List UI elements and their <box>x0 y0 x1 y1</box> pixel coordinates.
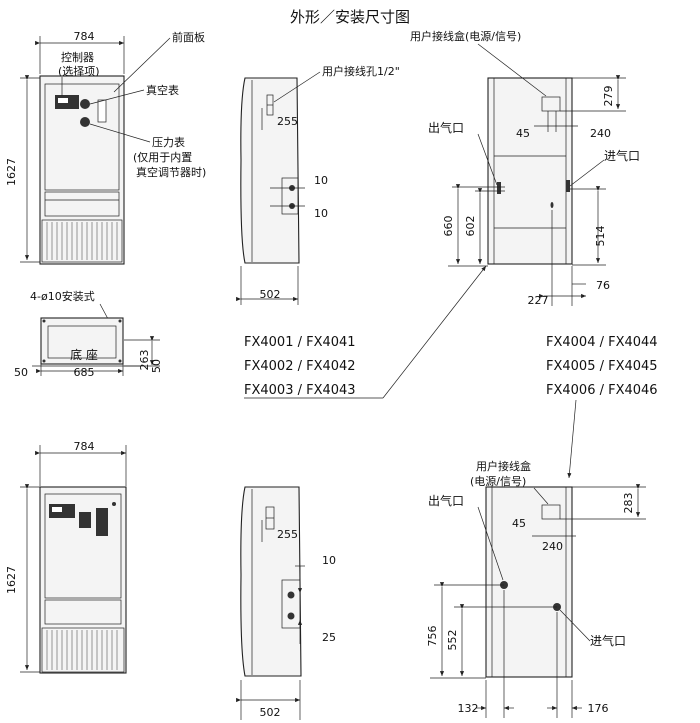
base-view: 4-ø10安装式 底 座 263 50 50 685 <box>14 289 163 379</box>
pressure-gauge-label: 压力表 <box>152 135 185 149</box>
cable-hole-label: 用户接线孔1/2" <box>322 64 400 78</box>
dim-45-label-bottom: 45 <box>512 517 526 530</box>
height-1627-label-bottom: 1627 <box>5 566 18 594</box>
cabinet-side <box>240 77 300 264</box>
gauge-bottom-1 <box>79 512 91 528</box>
model-a-2: FX4002 / FX4042 <box>244 359 356 374</box>
wiring-box-label-line2: (电源/信号) <box>470 474 526 488</box>
side-dim-25-label-bottom: 25 <box>322 631 336 644</box>
louver-grille-bottom <box>41 627 125 673</box>
base-dim-50-left-label: 50 <box>14 366 28 379</box>
side-dim-10-label-bottom: 10 <box>322 554 336 567</box>
dim-45-label: 45 <box>516 127 530 140</box>
side-view-bottom: 255 10 25 502 <box>236 486 336 720</box>
back-view-bottom: 用户接线盒 (电源/信号) 出气口 进气口 283 45 240 756 552… <box>426 459 646 718</box>
model-a-1: FX4001 / FX4041 <box>244 335 356 350</box>
inlet-port-icon <box>566 180 570 192</box>
base-dim-50-right-label: 50 <box>150 359 163 373</box>
side-depth-502-label-bottom: 502 <box>260 706 281 719</box>
model-b-3: FX4006 / FX4046 <box>546 383 658 398</box>
model-b-1: FX4004 / FX4044 <box>546 335 658 350</box>
side-dim-255-label-bottom: 255 <box>277 528 298 541</box>
width-784-label: 784 <box>74 30 95 43</box>
gauge-bottom-2 <box>96 508 108 536</box>
wiring-box-label: 用户接线盒(电源/信号) <box>410 29 521 43</box>
pressure-note-line2: 真空调节器时) <box>136 165 206 179</box>
controller-label: 控制器 <box>61 50 94 64</box>
dim-240-label-bottom: 240 <box>542 540 563 553</box>
width-784-label-bottom: 784 <box>74 440 95 453</box>
pressure-note-line1: (仅用于内置 <box>133 150 192 164</box>
cabinet-back-bottom <box>485 486 573 678</box>
dim-283-label: 283 <box>622 493 635 514</box>
mount-holes-label: 4-ø10安装式 <box>30 289 95 303</box>
cabinet-side-bottom <box>240 486 302 677</box>
model-list-b: FX4004 / FX4044 FX4005 / FX4045 FX4006 /… <box>546 335 658 479</box>
model-list-a: FX4001 / FX4041 FX4002 / FX4042 FX4003 /… <box>244 265 487 399</box>
dim-602-label: 602 <box>464 216 477 237</box>
controller-optional-label: (选择项) <box>58 64 100 78</box>
base-dim-685-label: 685 <box>74 366 95 379</box>
louver-grille <box>41 219 123 263</box>
dim-552-label: 552 <box>446 630 459 651</box>
back-view-top: 用户接线盒(电源/信号) 出气口 进气口 279 45 240 660 602 … <box>410 29 640 307</box>
cabinet-back-top <box>487 77 573 265</box>
dim-279-label: 279 <box>602 86 615 107</box>
dim-227-label: 227 <box>528 294 549 307</box>
outlet-label-bottom: 出气口 <box>428 493 464 508</box>
pressure-gauge-icon <box>80 117 90 127</box>
dim-132-label: 132 <box>458 702 479 715</box>
front-view-bottom: 784 1627 <box>5 440 127 674</box>
outlet-port-icon <box>497 182 501 194</box>
wiring-box-label-line1: 用户接线盒 <box>476 459 531 473</box>
vacuum-gauge-label: 真空表 <box>146 83 179 97</box>
inlet-label: 进气口 <box>604 148 640 163</box>
front-panel-label: 前面板 <box>172 30 205 44</box>
dim-176-label: 176 <box>588 702 609 715</box>
side-view-top: 用户接线孔1/2" 255 10 10 502 <box>236 64 400 305</box>
dim-76-label: 76 <box>596 279 610 292</box>
inlet-label-bottom: 进气口 <box>590 633 626 648</box>
outlet-label: 出气口 <box>428 120 464 135</box>
dim-756-label: 756 <box>426 626 439 647</box>
model-a-3: FX4003 / FX4043 <box>244 383 356 398</box>
drawing-title: 外形／安装尺寸图 <box>290 8 410 26</box>
side-depth-502-label: 502 <box>260 288 281 301</box>
front-view-top: 784 1627 前面板 控制器 (选择项 <box>5 30 206 265</box>
vacuum-gauge-icon <box>80 99 90 109</box>
base-dim-263-label: 263 <box>138 350 151 371</box>
side-dim-10b-label: 10 <box>314 207 328 220</box>
dim-514-label: 514 <box>594 226 607 247</box>
side-dim-255-label: 255 <box>277 115 298 128</box>
base-label: 底 座 <box>70 347 98 362</box>
dim-240-label: 240 <box>590 127 611 140</box>
dim-660-label: 660 <box>442 216 455 237</box>
side-dim-10a-label: 10 <box>314 174 328 187</box>
height-1627-label: 1627 <box>5 158 18 186</box>
model-b-2: FX4005 / FX4045 <box>546 359 658 374</box>
